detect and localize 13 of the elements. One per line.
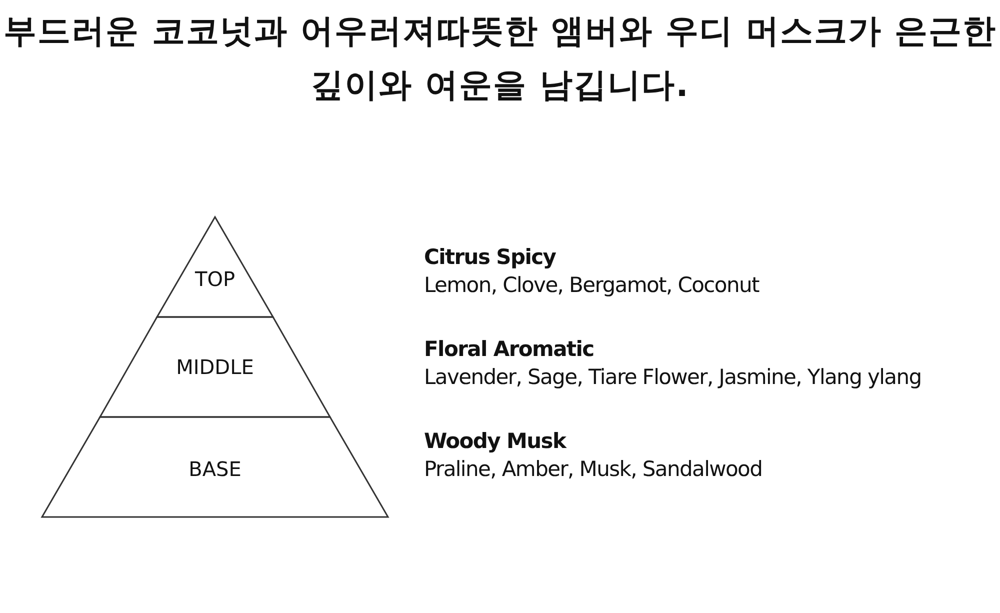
note-group-heading: Floral Aromatic — [424, 337, 594, 361]
note-list: Praline, Amber, Musk, Sandalwood — [424, 457, 762, 481]
note-group-heading: Woody Musk — [424, 429, 566, 453]
pyramid-tier — [100, 317, 330, 417]
tier-label: MIDDLE — [175, 355, 255, 379]
note-list: Lavender, Sage, Tiare Flower, Jasmine, Ylang ylang — [424, 365, 922, 389]
tier-label: BASE — [188, 457, 242, 481]
pyramid-tier — [157, 217, 273, 317]
note-list: Lemon, Clove, Bergamot, Coconut — [424, 273, 759, 297]
note-group-heading: Citrus Spicy — [424, 245, 556, 269]
pyramid-tier — [42, 417, 388, 517]
tier-label: TOP — [194, 267, 236, 291]
heading: 부드러운 코코넛과 어우러져따뜻한 앰버와 우디 머스크가 은근한 깊이와 여운을 남깁니다. — [2, 10, 998, 106]
